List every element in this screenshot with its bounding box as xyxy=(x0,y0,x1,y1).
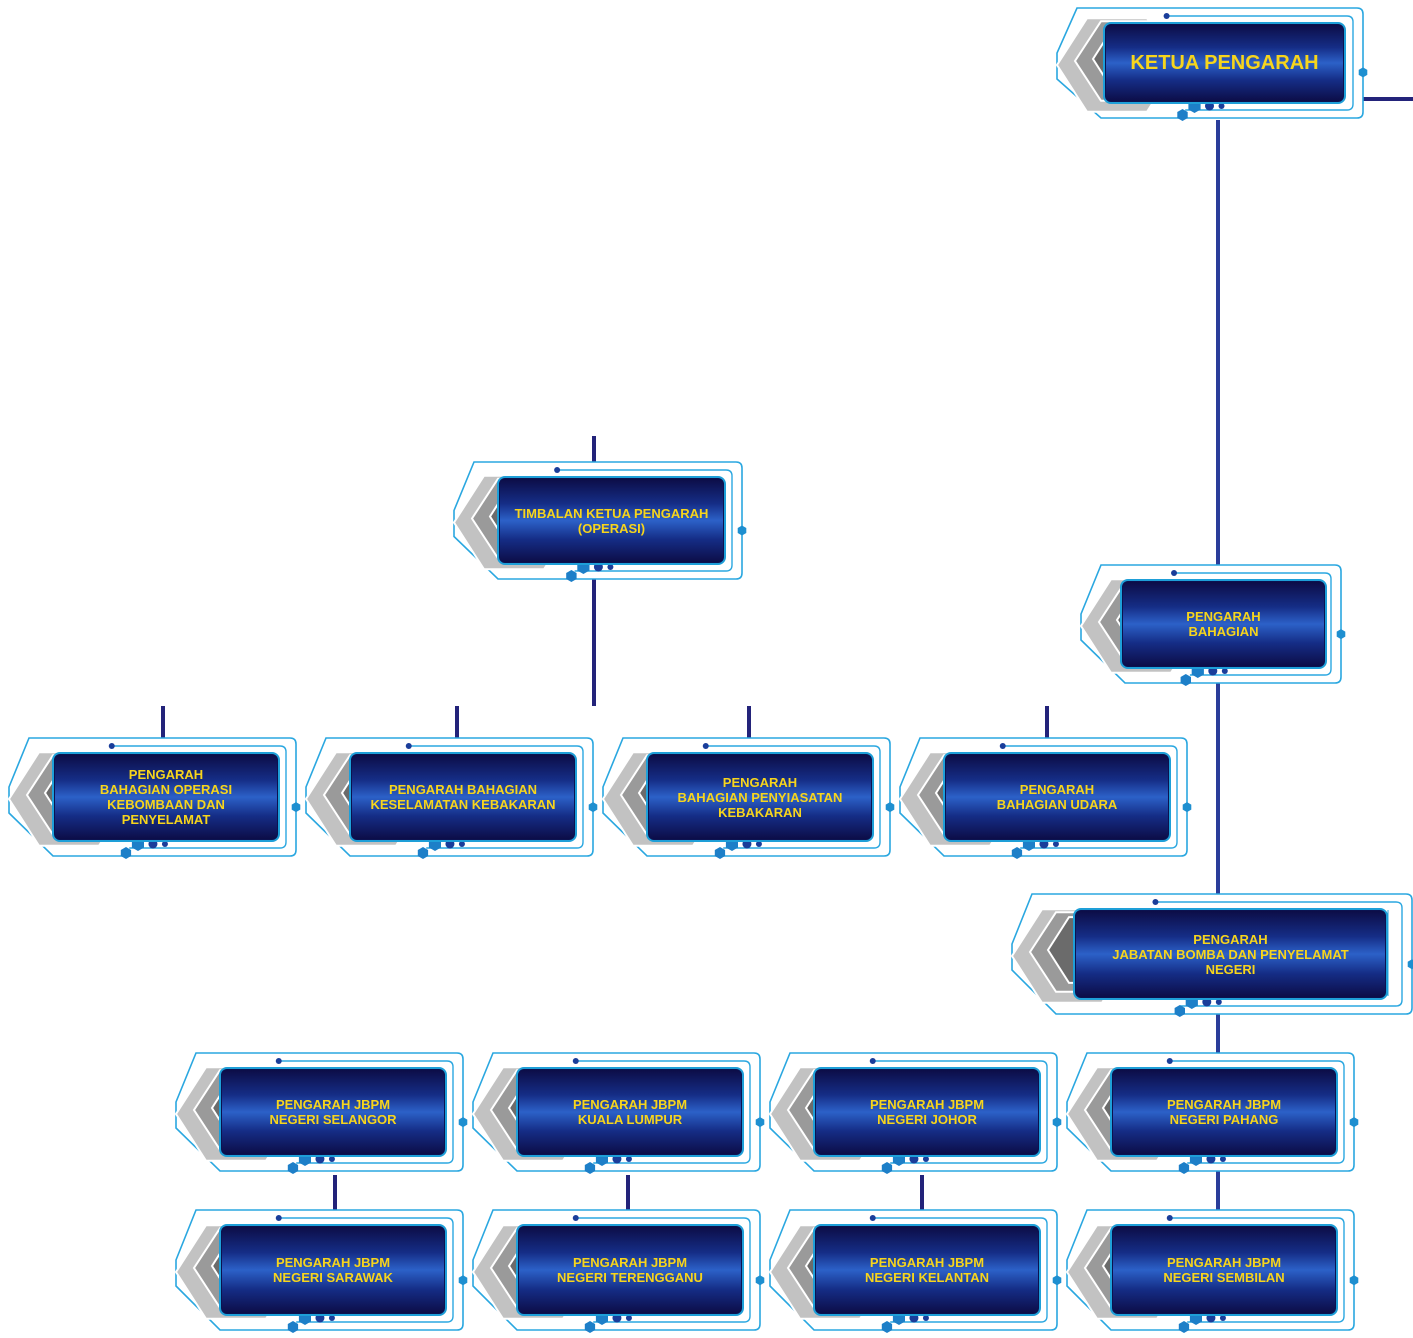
org-node-pengarah-bahagian: PENGARAH BAHAGIAN xyxy=(1079,561,1346,687)
node-label: PENGARAH BAHAGIAN xyxy=(1186,609,1261,639)
org-node-jbpm-negeri: PENGARAH JABATAN BOMBA DAN PENYELAMAT NE… xyxy=(1010,890,1413,1018)
node-box: KETUA PENGARAH xyxy=(1103,22,1346,104)
node-box: PENGARAH BAHAGIAN OPERASI KEBOMBAAN DAN … xyxy=(52,752,280,842)
node-box: PENGARAH BAHAGIAN PENYIASATAN KEBAKARAN xyxy=(646,752,874,842)
node-box: PENGARAH BAHAGIAN KESELAMATAN KEBAKARAN xyxy=(349,752,577,842)
org-node-sembilan: PENGARAH JBPM NEGERI SEMBILAN xyxy=(1065,1206,1359,1334)
node-box: TIMBALAN KETUA PENGARAH (OPERASI) xyxy=(497,476,726,565)
node-box: PENGARAH JBPM NEGERI SELANGOR xyxy=(219,1067,447,1157)
org-node-kelantan: PENGARAH JBPM NEGERI KELANTAN xyxy=(768,1206,1062,1334)
node-box: PENGARAH JBPM NEGERI SARAWAK xyxy=(219,1224,447,1316)
node-label: PENGARAH BAHAGIAN UDARA xyxy=(996,782,1118,812)
org-node-johor: PENGARAH JBPM NEGERI JOHOR xyxy=(768,1049,1062,1175)
node-box: PENGARAH BAHAGIAN xyxy=(1120,579,1327,669)
org-node-ketua-pengarah: KETUA PENGARAH xyxy=(1055,4,1368,122)
org-node-selangor: PENGARAH JBPM NEGERI SELANGOR xyxy=(174,1049,468,1175)
node-label: PENGARAH JBPM NEGERI SARAWAK xyxy=(273,1255,393,1285)
node-label: TIMBALAN KETUA PENGARAH (OPERASI) xyxy=(514,505,709,536)
node-box: PENGARAH JBPM NEGERI KELANTAN xyxy=(813,1224,1041,1316)
node-label: PENGARAH BAHAGIAN KESELAMATAN KEBAKARAN xyxy=(370,782,556,812)
org-node-timbalan-operasi: TIMBALAN KETUA PENGARAH (OPERASI) xyxy=(452,458,747,583)
org-node-pahang: PENGARAH JBPM NEGERI PAHANG xyxy=(1065,1049,1359,1175)
node-box: PENGARAH BAHAGIAN UDARA xyxy=(943,752,1171,842)
node-label: PENGARAH JBPM NEGERI SELANGOR xyxy=(269,1097,397,1127)
node-label: PENGARAH JBPM NEGERI JOHOR xyxy=(869,1097,985,1127)
node-label: KETUA PENGARAH xyxy=(1130,52,1319,74)
node-label: PENGARAH JBPM NEGERI TERENGGANU xyxy=(557,1255,703,1285)
org-node-sarawak: PENGARAH JBPM NEGERI SARAWAK xyxy=(174,1206,468,1334)
node-label: PENGARAH BAHAGIAN PENYIASATAN KEBAKARAN xyxy=(677,774,843,820)
node-box: PENGARAH JBPM NEGERI SEMBILAN xyxy=(1110,1224,1338,1316)
node-box: PENGARAH JBPM NEGERI TERENGGANU xyxy=(516,1224,744,1316)
node-label: PENGARAH JBPM NEGERI PAHANG xyxy=(1166,1097,1282,1127)
org-node-keselamatan-kebakaran: PENGARAH BAHAGIAN KESELAMATAN KEBAKARAN xyxy=(304,734,598,860)
node-label: PENGARAH BAHAGIAN OPERASI KEBOMBAAN DAN … xyxy=(99,767,233,827)
node-label: PENGARAH JABATAN BOMBA DAN PENYELAMAT NE… xyxy=(1112,931,1349,977)
node-label: PENGARAH JBPM NEGERI KELANTAN xyxy=(865,1255,989,1285)
node-label: PENGARAH JBPM NEGERI SEMBILAN xyxy=(1163,1255,1285,1285)
org-node-kuala-lumpur: PENGARAH JBPM KUALA LUMPUR xyxy=(471,1049,765,1175)
node-box: PENGARAH JBPM KUALA LUMPUR xyxy=(516,1067,744,1157)
org-node-bahagian-operasi: PENGARAH BAHAGIAN OPERASI KEBOMBAAN DAN … xyxy=(7,734,301,860)
node-label: PENGARAH JBPM KUALA LUMPUR xyxy=(572,1097,688,1127)
node-box: PENGARAH JBPM NEGERI PAHANG xyxy=(1110,1067,1338,1157)
node-box: PENGARAH JABATAN BOMBA DAN PENYELAMAT NE… xyxy=(1073,908,1388,1000)
org-node-bahagian-udara: PENGARAH BAHAGIAN UDARA xyxy=(898,734,1192,860)
org-node-penyiasatan-kebakaran: PENGARAH BAHAGIAN PENYIASATAN KEBAKARAN xyxy=(601,734,895,860)
node-box: PENGARAH JBPM NEGERI JOHOR xyxy=(813,1067,1041,1157)
org-node-terengganu: PENGARAH JBPM NEGERI TERENGGANU xyxy=(471,1206,765,1334)
